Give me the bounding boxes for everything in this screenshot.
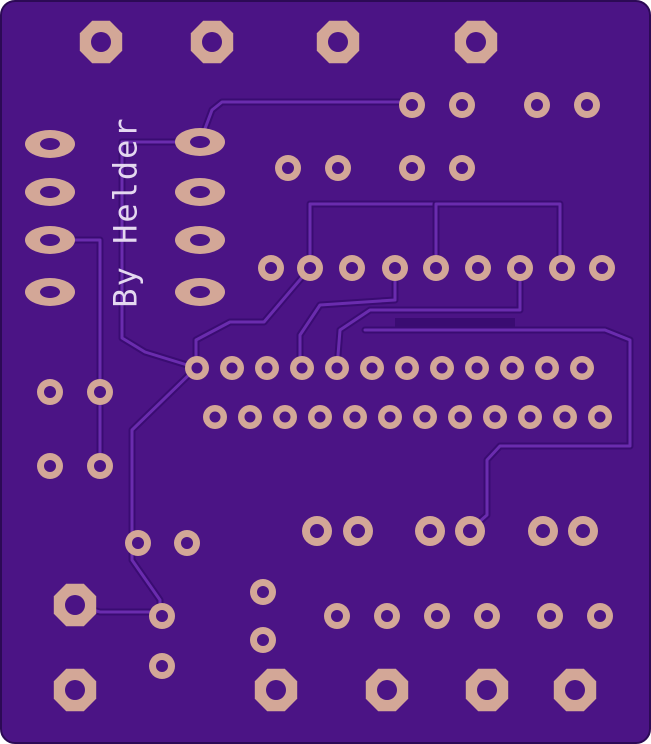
mounting-pad	[53, 668, 97, 712]
round-pad	[587, 603, 613, 629]
round-pad	[203, 405, 227, 429]
round-pad	[413, 405, 437, 429]
round-pad	[524, 92, 550, 118]
round-pad	[258, 255, 284, 281]
oval-pad	[25, 226, 75, 254]
round-pad	[518, 405, 542, 429]
trace-bus	[395, 318, 515, 328]
trace	[198, 100, 412, 144]
round-pad	[378, 405, 402, 429]
round-pad	[302, 516, 332, 546]
round-pad	[395, 356, 419, 380]
round-pad	[574, 92, 600, 118]
round-pad	[37, 453, 63, 479]
oval-pad	[25, 178, 75, 206]
round-pad	[125, 530, 151, 556]
round-pad	[255, 356, 279, 380]
round-pad	[149, 603, 175, 629]
round-pad	[449, 92, 475, 118]
round-pad	[238, 405, 262, 429]
round-pad	[149, 653, 175, 679]
round-pad	[465, 255, 491, 281]
round-pad	[87, 453, 113, 479]
mounting-pad	[79, 20, 123, 64]
round-pad	[87, 379, 113, 405]
round-pad	[588, 405, 612, 429]
round-pad	[343, 516, 373, 546]
round-pad	[465, 356, 489, 380]
trace	[120, 140, 202, 370]
round-pad	[399, 155, 425, 181]
oval-pad	[175, 128, 225, 156]
mounting-pad	[365, 668, 409, 712]
round-pad	[290, 356, 314, 380]
round-pad	[474, 603, 500, 629]
round-pad	[275, 155, 301, 181]
round-pad	[374, 603, 400, 629]
round-pad	[360, 356, 384, 380]
round-pad	[455, 516, 485, 546]
round-pad	[297, 255, 323, 281]
oval-pad	[25, 130, 75, 158]
round-pad	[424, 603, 450, 629]
round-pad	[528, 516, 558, 546]
round-pad	[483, 405, 507, 429]
trace	[434, 202, 562, 270]
round-pad	[568, 516, 598, 546]
round-pad	[220, 356, 244, 380]
oval-pad	[175, 178, 225, 206]
trace	[335, 266, 522, 370]
trace	[298, 266, 397, 370]
round-pad	[37, 379, 63, 405]
trace	[73, 266, 312, 614]
round-pad	[324, 603, 350, 629]
round-pad	[589, 255, 615, 281]
round-pad	[185, 356, 209, 380]
mounting-pad	[553, 668, 597, 712]
round-pad	[325, 155, 351, 181]
round-pad	[423, 255, 449, 281]
round-pad	[507, 255, 533, 281]
trace	[363, 328, 632, 532]
mounting-pad	[254, 668, 298, 712]
round-pad	[399, 92, 425, 118]
round-pad	[343, 405, 367, 429]
round-pad	[448, 405, 472, 429]
round-pad	[308, 405, 332, 429]
round-pad	[549, 255, 575, 281]
mounting-pad	[316, 20, 360, 64]
oval-pad	[175, 278, 225, 306]
mounting-pad	[465, 668, 509, 712]
copper-traces	[46, 98, 634, 616]
round-pad	[174, 530, 200, 556]
round-pad	[339, 255, 365, 281]
round-pad	[553, 405, 577, 429]
round-pad	[570, 356, 594, 380]
round-pad	[250, 579, 276, 605]
round-pad	[250, 627, 276, 653]
round-pad	[430, 356, 454, 380]
round-pad	[273, 405, 297, 429]
round-pad	[535, 356, 559, 380]
round-pad	[415, 516, 445, 546]
mounting-pad	[190, 20, 234, 64]
oval-pad	[25, 278, 75, 306]
oval-pad	[175, 226, 225, 254]
round-pad	[500, 356, 524, 380]
round-pad	[382, 255, 408, 281]
copper-pads	[25, 20, 615, 712]
mounting-pad	[454, 20, 498, 64]
round-pad	[325, 356, 349, 380]
round-pad	[537, 603, 563, 629]
mounting-pad	[53, 583, 97, 627]
round-pad	[449, 155, 475, 181]
